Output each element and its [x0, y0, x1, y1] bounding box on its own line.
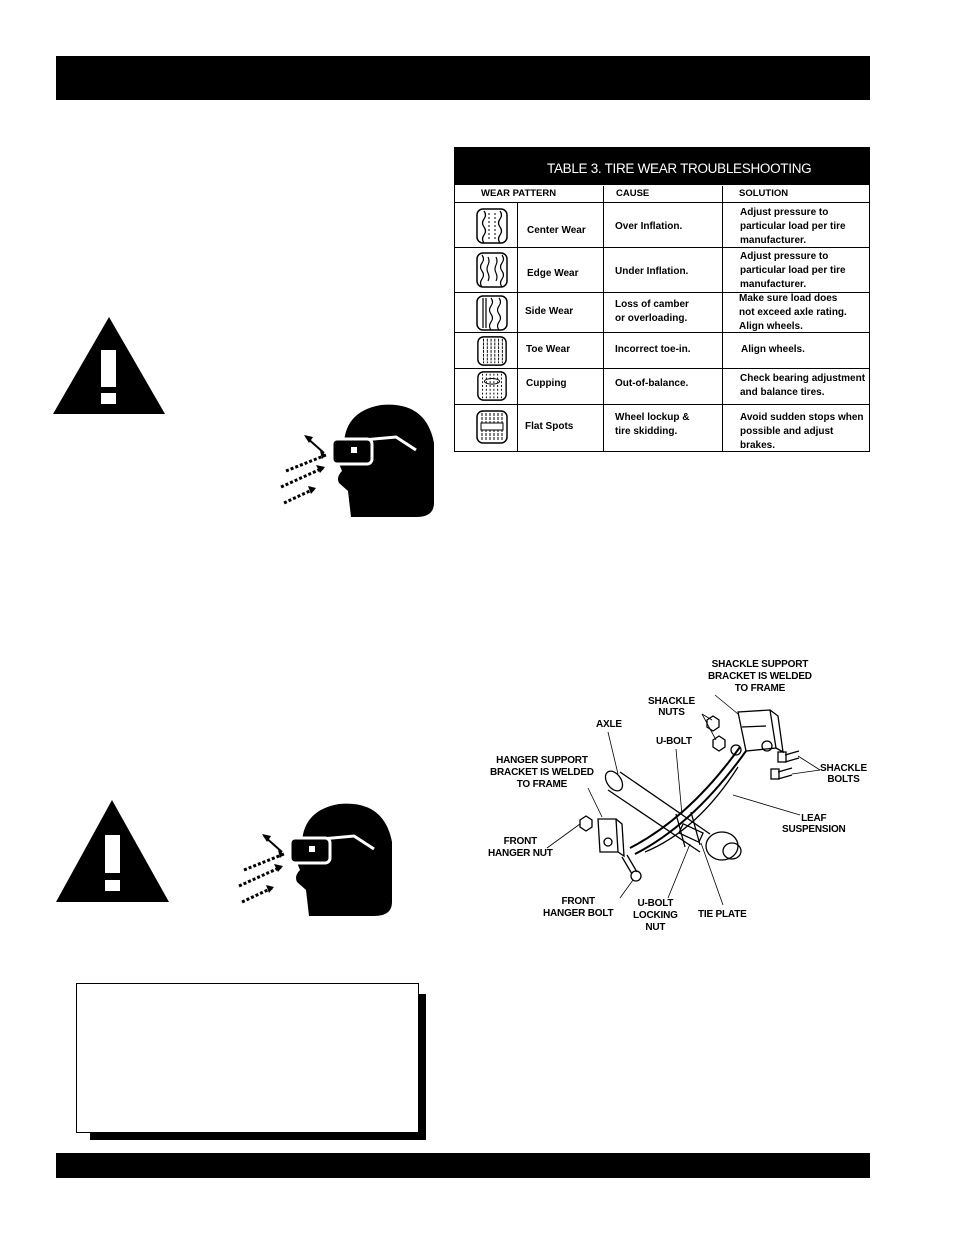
label-shackle-bolts: SHACKLE BOLTS	[820, 763, 867, 785]
solution-line: Adjust pressure to	[740, 251, 829, 262]
edge-wear-tire-icon	[476, 252, 508, 288]
cupping-tire-icon	[477, 371, 507, 401]
cause-line: Wheel lockup &	[615, 412, 690, 423]
solution-line: Check bearing adjustment	[740, 373, 866, 384]
pattern-center-wear: Center Wear	[527, 225, 586, 236]
cause-line: tire skidding.	[615, 426, 678, 437]
cause-incorrect-toe-in: Incorrect toe-in.	[615, 344, 691, 355]
label-shackle-support: SHACKLE SUPPORT BRACKET IS WELDED TO FRA…	[708, 659, 812, 694]
solution-line: and balance tires.	[740, 387, 825, 398]
warning-triangle-icon	[53, 317, 165, 414]
table-row	[455, 292, 869, 293]
header-solution: SOLUTION	[739, 188, 789, 199]
header-wear-pattern: WEAR PATTERN	[481, 188, 557, 199]
toe-wear-tire-icon	[477, 336, 507, 366]
cause-line: or overloading.	[615, 313, 688, 324]
solution-line: Make sure load does	[739, 293, 838, 304]
cause-out-of-balance: Out-of-balance.	[615, 378, 689, 389]
label-shackle-nuts: SHACKLE NUTS	[648, 696, 695, 718]
side-wear-tire-icon	[476, 295, 508, 331]
flat-spots-tire-icon	[476, 410, 508, 444]
safety-goggles-icon	[280, 404, 434, 517]
solution-line: manufacturer.	[740, 279, 807, 290]
pattern-side-wear: Side Wear	[525, 306, 574, 317]
table-row	[455, 368, 869, 369]
cause-over-inflation: Over Inflation.	[615, 221, 683, 232]
table-row	[455, 404, 869, 405]
center-wear-tire-icon	[476, 208, 508, 244]
solution-line: possible and adjust brakes.	[740, 426, 834, 451]
pattern-toe-wear: Toe Wear	[526, 344, 571, 355]
table-title: TABLE 3. TIRE WEAR TROUBLESHOOTING	[455, 148, 869, 185]
safety-goggles-icon	[238, 803, 392, 916]
notice-box	[76, 983, 419, 1133]
label-axle: AXLE	[596, 719, 622, 730]
pattern-edge-wear: Edge Wear	[527, 268, 579, 279]
tire-wear-table: TABLE 3. TIRE WEAR TROUBLESHOOTING WEAR …	[454, 147, 870, 452]
label-leaf-suspension: LEAF SUSPENSION	[782, 813, 846, 835]
label-tie-plate: TIE PLATE	[698, 909, 747, 920]
table-row	[455, 202, 869, 203]
label-front-hanger-bolt: FRONT HANGER BOLT	[543, 896, 614, 919]
header-cause: CAUSE	[616, 188, 650, 199]
solution-line: Align wheels.	[739, 321, 803, 332]
pattern-flat-spots: Flat Spots	[525, 421, 574, 432]
label-u-bolt: U-BOLT	[656, 736, 692, 747]
suspension-illustration	[546, 694, 821, 906]
solution-line: Avoid sudden stops when	[740, 412, 864, 423]
cause-under-inflation: Under Inflation.	[615, 266, 689, 277]
solution-line: particular load per tire	[740, 221, 846, 232]
label-u-bolt-locking-nut: U-BOLT LOCKING NUT	[633, 898, 678, 933]
solution-line: Adjust pressure to	[740, 207, 829, 218]
solution-line: particular load per tire	[740, 265, 846, 276]
table-row	[455, 247, 869, 248]
header-bar	[56, 56, 870, 100]
warning-triangle-icon	[56, 800, 169, 902]
leaf-suspension-diagram: SHACKLE SUPPORT BRACKET IS WELDED TO FRA…	[480, 652, 880, 942]
solution-line: manufacturer.	[740, 235, 807, 246]
footer-bar	[56, 1153, 870, 1178]
cause-line: Loss of camber	[615, 299, 689, 310]
pattern-cupping: Cupping	[526, 378, 567, 389]
label-front-hanger-nut: FRONT HANGER NUT	[488, 836, 553, 859]
solution-line: not exceed axle rating.	[739, 307, 847, 318]
label-hanger-support: HANGER SUPPORT BRACKET IS WELDED TO FRAM…	[490, 755, 594, 790]
solution-align-wheels: Align wheels.	[741, 344, 805, 355]
table-row	[455, 332, 869, 333]
